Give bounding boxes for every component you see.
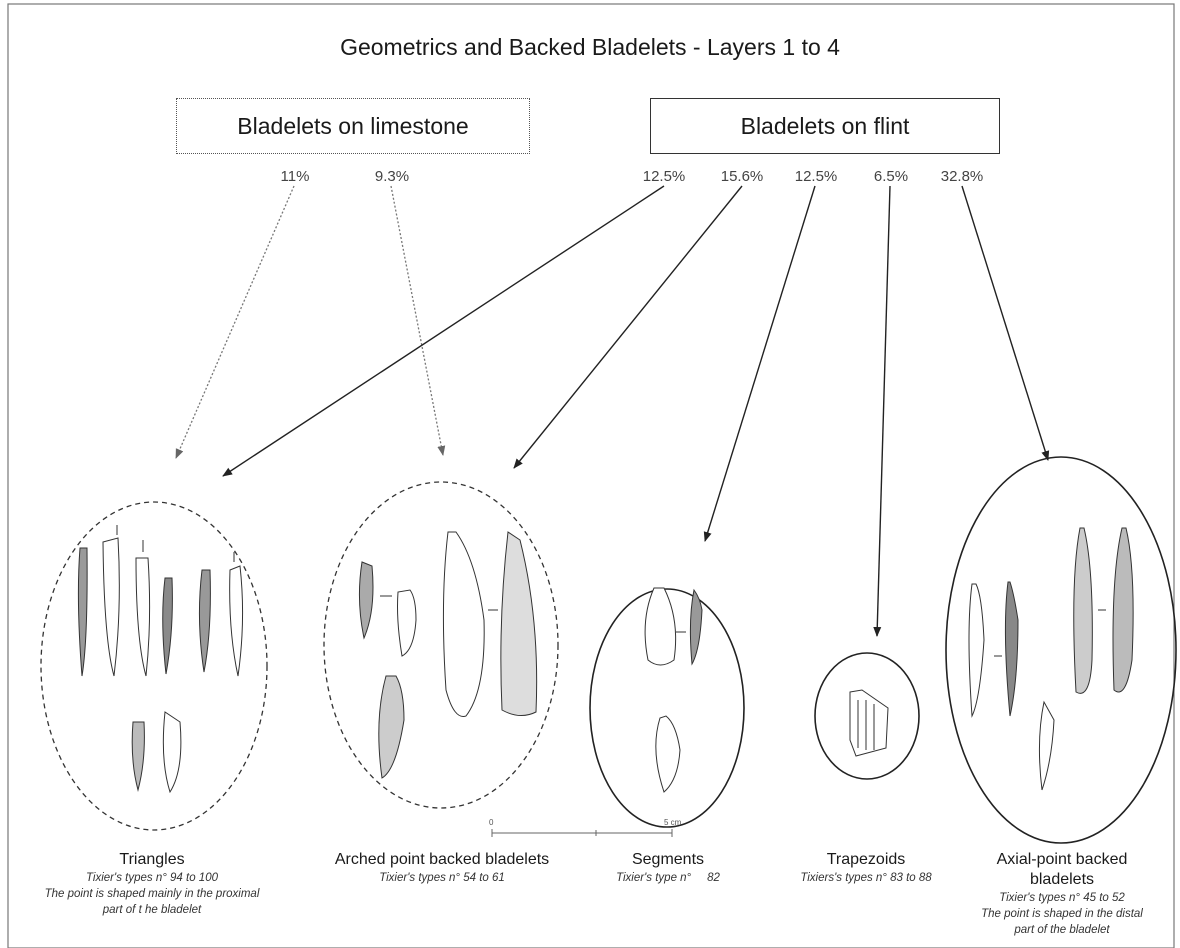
percent-limestone-triangles: 11% xyxy=(280,168,310,185)
percent-flint-segments: 12.5% xyxy=(794,168,838,185)
scale-start-label: 0 xyxy=(489,818,494,827)
trapezoid-drawing xyxy=(849,689,889,757)
category-desc: part of the bladelet xyxy=(1014,924,1110,936)
scale-end-label: 5 cm xyxy=(664,818,682,827)
caption-axial: Axial-point backed bladelets Tixier's ty… xyxy=(981,850,1143,938)
outer-frame xyxy=(7,3,1175,948)
ellipse-segments xyxy=(589,588,745,828)
category-name: Arched point backed bladelets xyxy=(334,851,550,868)
ellipse-trapezoids xyxy=(814,652,920,780)
caption-segments: Segments Tixier's type n° 82 xyxy=(616,850,720,886)
category-desc: Tixiers's types n° 83 to 88 xyxy=(800,872,932,884)
arrow-limestone-93-arched xyxy=(390,185,446,456)
arrow-flint-125-segments xyxy=(703,185,816,542)
category-name: Triangles xyxy=(119,851,185,868)
scale-bar xyxy=(491,829,673,837)
category-desc: The point is shaped mainly in the proxim… xyxy=(44,888,260,900)
arched-drawings xyxy=(358,531,538,779)
caption-triangles: Triangles Tixier's types n° 94 to 100 Th… xyxy=(45,850,260,918)
percent-flint-arched: 15.6% xyxy=(720,168,764,185)
arrow-flint-125-triangles xyxy=(222,185,665,477)
category-desc: The point is shaped in the distal xyxy=(981,908,1143,920)
triangles-drawings xyxy=(77,525,244,794)
caption-trapezoids: Trapezoids Tixiers's types n° 83 to 88 xyxy=(800,850,931,886)
ellipse-arched xyxy=(323,481,559,809)
axial-drawings xyxy=(968,527,1134,791)
category-name: Trapezoids xyxy=(826,851,906,868)
percent-flint-triangles: 12.5% xyxy=(642,168,686,185)
arrow-flint-156-arched xyxy=(513,185,743,469)
percent-flint-trapezoids: 6.5% xyxy=(873,168,909,185)
arrows xyxy=(175,185,1050,637)
page-title: Geometrics and Backed Bladelets - Layers… xyxy=(340,34,840,60)
arrow-limestone-11-triangles xyxy=(175,185,295,459)
category-desc: Tixier's types n° 45 to 52 xyxy=(999,892,1125,904)
category-name: Axial-point backed bladelets xyxy=(996,851,1128,888)
ellipse-triangles xyxy=(40,501,268,831)
caption-arched: Arched point backed bladelets Tixier's t… xyxy=(335,850,549,886)
arrow-flint-65-trapezoids xyxy=(873,185,891,637)
percent-flint-axial: 32.8% xyxy=(940,168,984,185)
group-box-limestone: Bladelets on limestone xyxy=(176,98,530,154)
category-desc: Tixier's type n° 82 xyxy=(616,872,720,884)
segments-drawings xyxy=(644,587,703,793)
percent-limestone-arched: 9.3% xyxy=(374,168,410,185)
arrow-flint-328-axial xyxy=(961,185,1050,461)
category-desc: part of t he bladelet xyxy=(102,904,202,916)
category-name: Segments xyxy=(631,851,705,868)
category-desc: Tixier's types n° 54 to 61 xyxy=(379,872,505,884)
group-box-flint: Bladelets on flint xyxy=(650,98,1000,154)
category-desc: Tixier's types n° 94 to 100 xyxy=(86,872,218,884)
ellipse-axial xyxy=(945,456,1177,844)
